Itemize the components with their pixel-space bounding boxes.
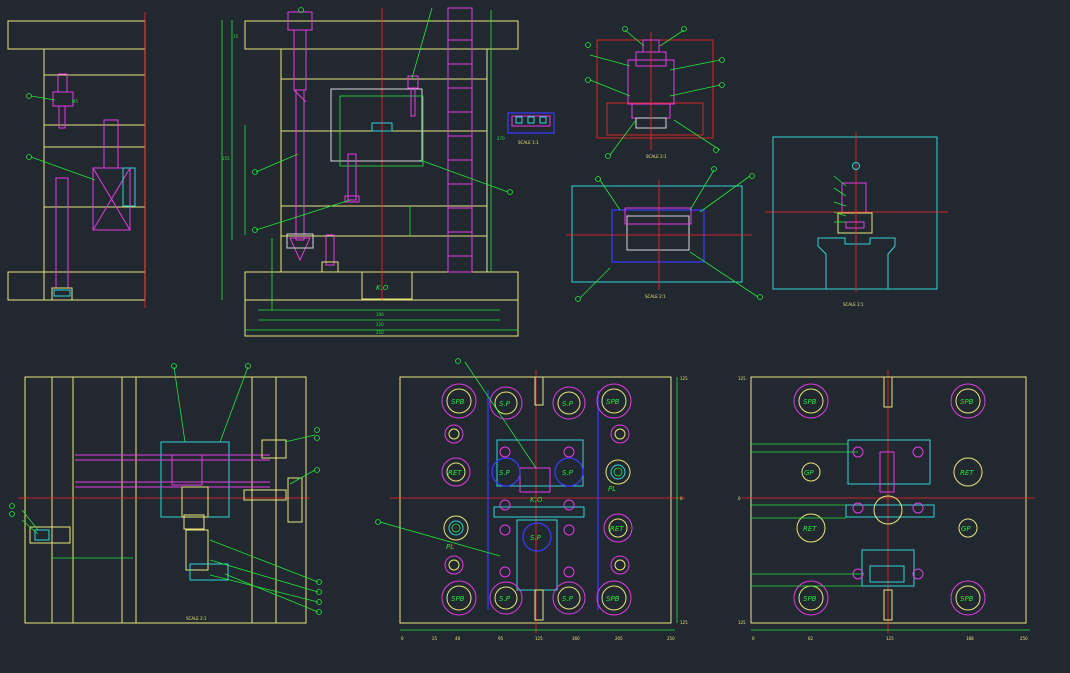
sp-holes: S.P S.P S.P S.P S.P S.P S.P [489, 386, 586, 615]
svg-text:190: 190 [376, 312, 384, 317]
front-section-view: K.O 190 220 250 15 155 270 [221, 7, 519, 337]
spb-label-7: SPB [803, 595, 817, 603]
dimension-text: 0 25 48 95 125 160 205 250 0 62 125 188 … [401, 376, 1028, 641]
svg-text:62: 62 [808, 636, 814, 641]
slide-detail-view: SCALE 2:1 [585, 26, 725, 159]
svg-text:15: 15 [233, 34, 239, 39]
spb-holes: SPB SPB SPB SPB [441, 383, 632, 616]
sp-label-6: S.P [562, 469, 574, 477]
svg-text:125: 125 [738, 376, 746, 381]
svg-text:0: 0 [680, 496, 683, 501]
svg-text:25: 25 [432, 636, 438, 641]
cavity-plan-view: SPB SPB SPB SPB S.P S.P S.P S.P S.P S.P … [375, 358, 685, 633]
side-section-view: M5 [7, 12, 146, 308]
pl-label-1: PL [608, 485, 616, 493]
svg-text:160: 160 [572, 636, 580, 641]
svg-text:125: 125 [680, 620, 688, 625]
svg-text:125: 125 [738, 620, 746, 625]
scale-label-2: SCALE 2:1 [646, 154, 667, 159]
sp-label-5: S.P [499, 469, 511, 477]
cavity-detail-view: SCALE 2:1 [566, 166, 763, 302]
svg-text:0: 0 [738, 496, 741, 501]
svg-text:125: 125 [535, 636, 543, 641]
spb-label-8: SPB [960, 595, 974, 603]
svg-text:125: 125 [886, 636, 894, 641]
sp-label-4: S.P [562, 595, 574, 603]
gp-label-2: GP [961, 525, 971, 533]
part-detail-small: SCALE 1:1 [507, 112, 555, 145]
gp-label-1: GP [804, 469, 814, 477]
scale-label-4: SCALE 2:1 [843, 302, 864, 307]
ret-label-3: RET [803, 525, 817, 533]
small-bolts [444, 424, 630, 578]
svg-text:155: 155 [222, 156, 230, 161]
svg-text:48: 48 [455, 636, 461, 641]
svg-text:M5: M5 [72, 99, 78, 104]
ret-label-2: RET [610, 525, 624, 533]
svg-text:0: 0 [401, 636, 404, 641]
svg-text:250: 250 [1020, 636, 1028, 641]
sp-label-2: S.P [562, 400, 574, 408]
top-center-mark: K.O [376, 284, 389, 292]
scale-label-1: SCALE 1:1 [518, 140, 539, 145]
scale-label-5: SCALE 2:1 [186, 616, 207, 621]
spb-label-1: SPB [451, 398, 465, 406]
scale-label-3: SCALE 2:1 [645, 294, 666, 299]
core-detail-view: SCALE 2:1 [765, 132, 948, 307]
svg-text:220: 220 [376, 322, 384, 327]
svg-text:188: 188 [966, 636, 974, 641]
sp-label-7: S.P [530, 534, 542, 542]
ret-label-1: RET [448, 469, 462, 477]
svg-text:125: 125 [680, 376, 688, 381]
svg-text:250: 250 [376, 330, 384, 335]
spb-label-4: SPB [606, 595, 620, 603]
spb-label-6: SPB [960, 398, 974, 406]
svg-text:250: 250 [667, 636, 675, 641]
svg-text:205: 205 [615, 636, 623, 641]
bottom-center-mark: K.O [530, 496, 543, 504]
spb-label-5: SPB [803, 398, 817, 406]
ejector-side-view [9, 363, 322, 624]
sp-label-1: S.P [499, 400, 511, 408]
svg-text:270: 270 [497, 136, 505, 141]
pl-label-2: PL [446, 543, 454, 551]
ret-label-4: RET [960, 469, 974, 477]
spb-label-2: SPB [606, 398, 620, 406]
sp-label-3: S.P [499, 595, 511, 603]
core-plan-view: SPB SPB SPB SPB GP GP RET RET [742, 370, 1035, 633]
spb-label-3: SPB [451, 595, 465, 603]
svg-text:95: 95 [498, 636, 504, 641]
ladder-rungs [448, 39, 472, 257]
svg-text:0: 0 [752, 636, 755, 641]
